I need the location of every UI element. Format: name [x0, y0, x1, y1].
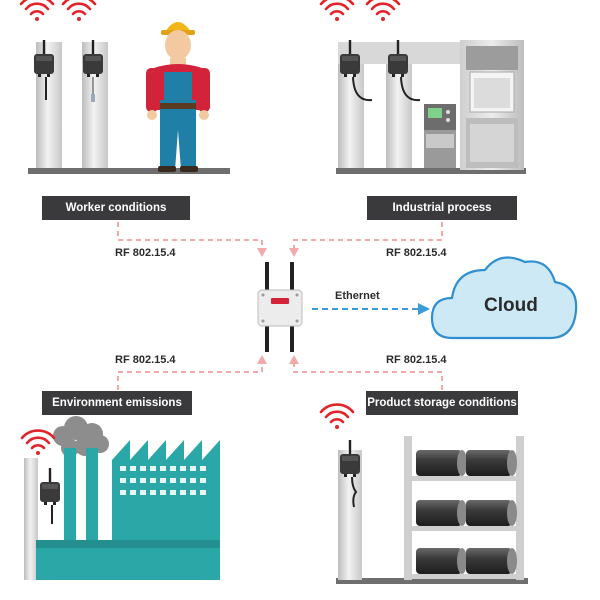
worker-scene: [19, 0, 230, 174]
smoke-icon: [53, 416, 109, 457]
rf-links: [117, 222, 443, 390]
cloud-label: Cloud: [484, 295, 538, 316]
environment-scene: [20, 416, 220, 580]
rf-link-bottom-left: [117, 360, 263, 390]
wifi-signal-icon: [20, 429, 56, 457]
label-industrial-process: Industrial process: [367, 196, 517, 220]
wireless-sensor-icon: [340, 40, 373, 102]
ethernet-label: Ethernet: [335, 290, 380, 302]
rf-link-top-left: [117, 222, 263, 252]
wifi-signal-icon: [319, 403, 355, 431]
wireless-sensor-icon: [40, 468, 60, 524]
factory-icon: [36, 440, 220, 580]
gateway-icon: [257, 262, 303, 352]
wireless-sensor-icon: [83, 40, 103, 102]
rf-arrowheads: [257, 248, 299, 364]
wifi-signal-icon: [19, 0, 55, 23]
wireless-sensor-icon: [340, 440, 360, 508]
industrial-scene: [319, 0, 526, 174]
wireless-sensor-icon: [388, 40, 421, 102]
ethernet-link: [312, 303, 430, 315]
rf-link-bottom-right: [293, 360, 443, 390]
industrial-machine-icon: [424, 40, 524, 170]
wireless-sensor-icon: [34, 40, 54, 100]
worker-icon: [146, 22, 210, 172]
cable-roll-icon: [416, 450, 517, 574]
wifi-signal-icon: [319, 0, 355, 23]
overhead-beam: [338, 42, 468, 64]
ground-line: [336, 578, 528, 584]
pole: [24, 458, 38, 580]
rf-label-bottom-left: RF 802.15.4: [115, 354, 176, 366]
ground-line: [336, 168, 526, 174]
wifi-signal-icon: [365, 0, 401, 23]
storage-scene: [319, 403, 528, 584]
label-environment-emissions: Environment emissions: [42, 391, 192, 415]
label-worker-conditions: Worker conditions: [42, 196, 190, 220]
storage-shelf-icon: [404, 436, 524, 580]
rf-label-top-right: RF 802.15.4: [386, 247, 447, 259]
wifi-signal-icon: [61, 0, 97, 23]
ground-line: [28, 168, 230, 174]
rf-label-top-left: RF 802.15.4: [115, 247, 176, 259]
rf-label-bottom-right: RF 802.15.4: [386, 354, 447, 366]
label-product-storage: Product storage conditions: [366, 391, 518, 415]
rf-link-top-right: [293, 222, 443, 252]
cloud-icon: [430, 256, 578, 340]
